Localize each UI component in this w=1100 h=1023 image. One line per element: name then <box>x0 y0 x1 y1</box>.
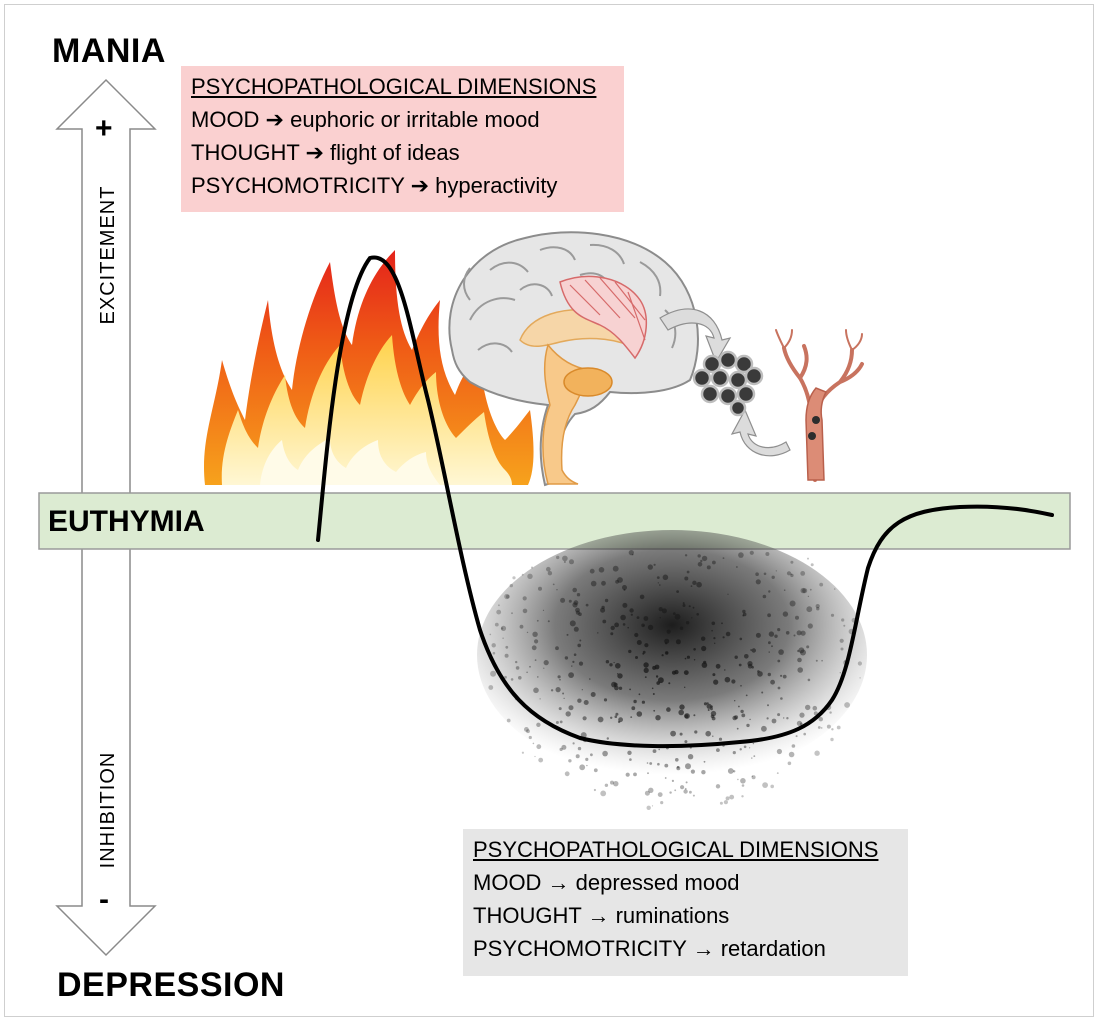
depression-dimensions-box: PSYCHOPATHOLOGICAL DIMENSIONS MOOD → dep… <box>463 829 908 976</box>
curved-arrow-icon <box>732 410 790 456</box>
excitement-label: EXCITEMENT <box>98 185 118 325</box>
mania-dimensions-box: PSYCHOPATHOLOGICAL DIMENSIONS MOOD ➔ eup… <box>181 66 624 212</box>
minus-sign: - <box>99 885 109 915</box>
depression-box-title: PSYCHOPATHOLOGICAL DIMENSIONS <box>473 833 898 866</box>
mania-label: MANIA <box>52 34 166 68</box>
depression-psychomotricity-line: PSYCHOMOTRICITY → retardation <box>473 932 898 965</box>
depression-thought-line: THOUGHT → ruminations <box>473 899 898 932</box>
inhibition-label: INHIBITION <box>98 745 118 875</box>
mania-box-title: PSYCHOPATHOLOGICAL DIMENSIONS <box>191 70 614 103</box>
depression-mood-line: MOOD → depressed mood <box>473 866 898 899</box>
cell-cluster-icon <box>694 352 762 415</box>
mania-thought-line: THOUGHT ➔ flight of ideas <box>191 136 614 169</box>
mania-psychomotricity-line: PSYCHOMOTRICITY ➔ hyperactivity <box>191 169 614 202</box>
dark-cloud-icon <box>477 530 867 810</box>
blood-vessel-icon <box>776 330 862 480</box>
depression-label: DEPRESSION <box>57 968 285 1002</box>
euthymia-label: EUTHYMIA <box>48 507 205 537</box>
mania-mood-line: MOOD ➔ euphoric or irritable mood <box>191 103 614 136</box>
plus-sign: + <box>95 114 113 144</box>
